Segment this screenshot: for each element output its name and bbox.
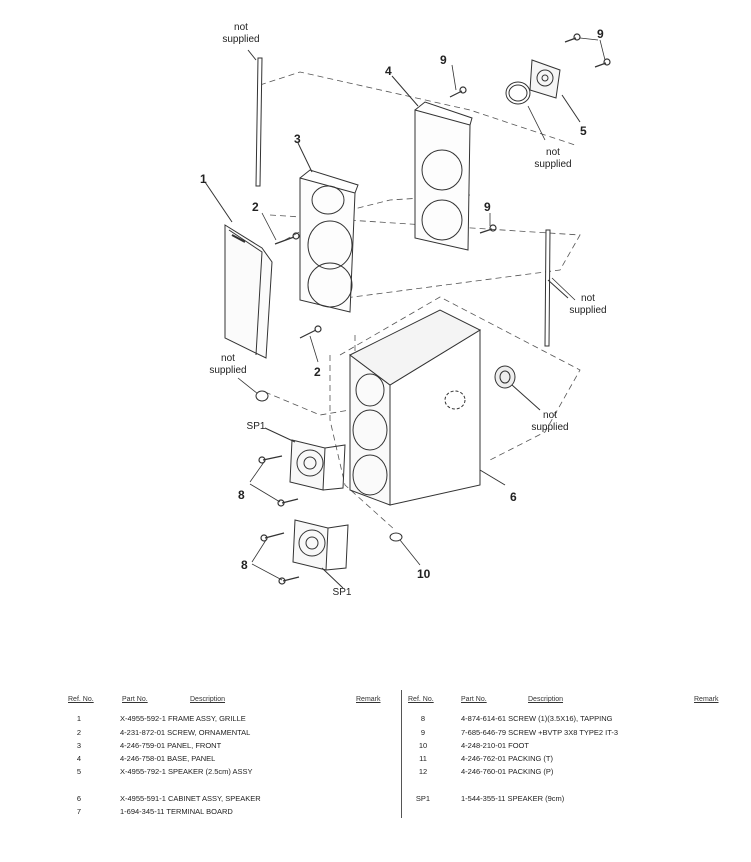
callout-not-supplied-top: not supplied — [222, 22, 260, 45]
header-desc-right: Description — [528, 696, 564, 703]
front-panel — [297, 142, 359, 313]
callout-9-side: 9 — [484, 200, 491, 214]
callout-6: 6 — [510, 490, 517, 504]
callout-not-supplied-terminal: not supplied — [531, 410, 569, 433]
callout-1: 1 — [200, 172, 207, 186]
tweeter-assy — [505, 59, 581, 123]
callout-8-lower: 8 — [241, 558, 248, 572]
callout-not-supplied-tweeter: not supplied — [534, 147, 572, 170]
grille-frame — [204, 181, 273, 359]
leader-lines — [237, 37, 606, 581]
callout-9-tweeter: 9 — [597, 27, 604, 41]
callout-8-upper: 8 — [238, 488, 245, 502]
callout-not-supplied-foot: not supplied — [209, 353, 247, 376]
parts-list: Ref. No. Part No. Description Remark Ref… — [0, 690, 751, 862]
header-desc-left: Description — [190, 696, 226, 703]
callout-sp1-lower: SP1 — [332, 587, 352, 598]
header-part-right: Part No. — [461, 696, 487, 703]
callout-9-base: 9 — [440, 53, 447, 67]
screws — [258, 33, 611, 585]
callout-4: 4 — [385, 64, 392, 78]
header-ref-left: Ref. No. — [68, 696, 94, 703]
header-part-left: Part No. — [122, 696, 148, 703]
header-remark-left: Remark — [356, 696, 381, 703]
foot — [255, 390, 403, 542]
callout-not-supplied-strap: not supplied — [569, 293, 607, 316]
table-divider — [401, 690, 402, 818]
woofer-speaker-upper — [264, 427, 346, 491]
woofer-speaker-lower — [292, 519, 349, 589]
exploded-view-diagram — [204, 33, 611, 589]
wire-straps — [247, 49, 569, 347]
callout-5: 5 — [580, 124, 587, 138]
header-remark-right: Remark — [694, 696, 719, 703]
callout-2-upper: 2 — [252, 200, 259, 214]
base-panel — [391, 75, 473, 251]
callout-3: 3 — [294, 132, 301, 146]
header-ref-right: Ref. No. — [408, 696, 434, 703]
terminal-board — [494, 365, 541, 411]
callout-10: 10 — [417, 567, 431, 581]
callout-2-lower: 2 — [314, 365, 321, 379]
callout-sp1-upper: SP1 — [246, 421, 266, 432]
speaker-cabinet — [349, 309, 506, 506]
